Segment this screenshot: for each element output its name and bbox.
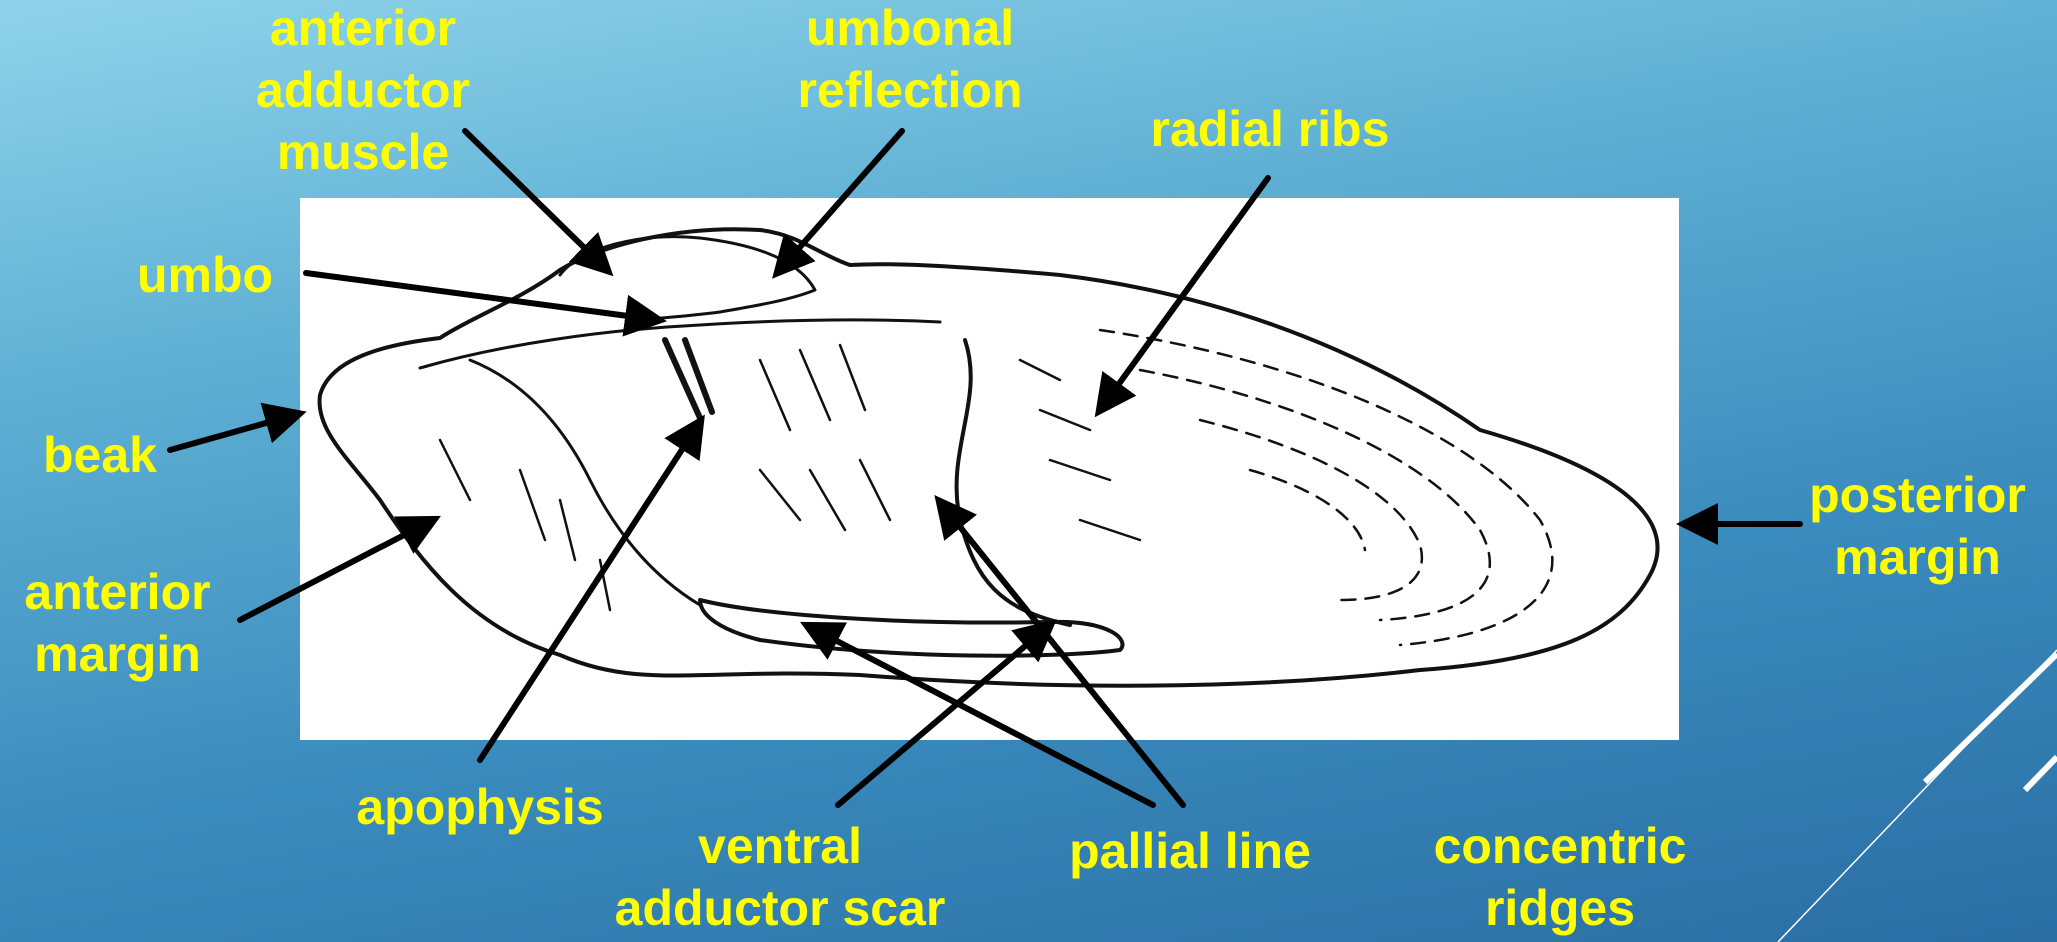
apophysis-drawing [665,340,712,418]
label-umbo: umbo [120,244,290,306]
anterior-inner-curve [470,360,700,605]
pointer-beak [170,414,298,450]
label-anterior-adductor-muscle: anterior adductor muscle [218,0,508,183]
hinge-line [420,320,940,368]
shell-outline [320,229,1658,685]
pointer-umbonal-reflection [778,131,902,272]
pointers [170,131,1800,805]
label-ventral-adductor-scar: ventral adductor scar [600,815,960,939]
label-anterior-margin: anterior margin [0,561,235,685]
decorative-corner-lines [1778,650,2057,942]
mussel-shell-drawing [320,229,1658,685]
pallial-line-drawing [957,340,1070,625]
pointer-apophysis [480,422,700,760]
radial-ribs-drawing [440,345,1140,610]
label-beak: beak [20,424,180,486]
pointer-anterior-margin [240,520,433,620]
label-posterior-margin: posterior margin [1790,464,2045,588]
label-umbonal-reflection: umbonal reflection [760,0,1060,121]
umbo-cap [560,237,815,320]
label-concentric-ridges: concentric ridges [1400,815,1720,939]
pointer-radial-ribs [1100,178,1268,410]
label-pallial-line: pallial line [1040,820,1340,882]
label-apophysis: apophysis [335,776,625,838]
label-radial-ribs: radial ribs [1120,98,1420,160]
concentric-ridges-drawing [1100,330,1552,645]
